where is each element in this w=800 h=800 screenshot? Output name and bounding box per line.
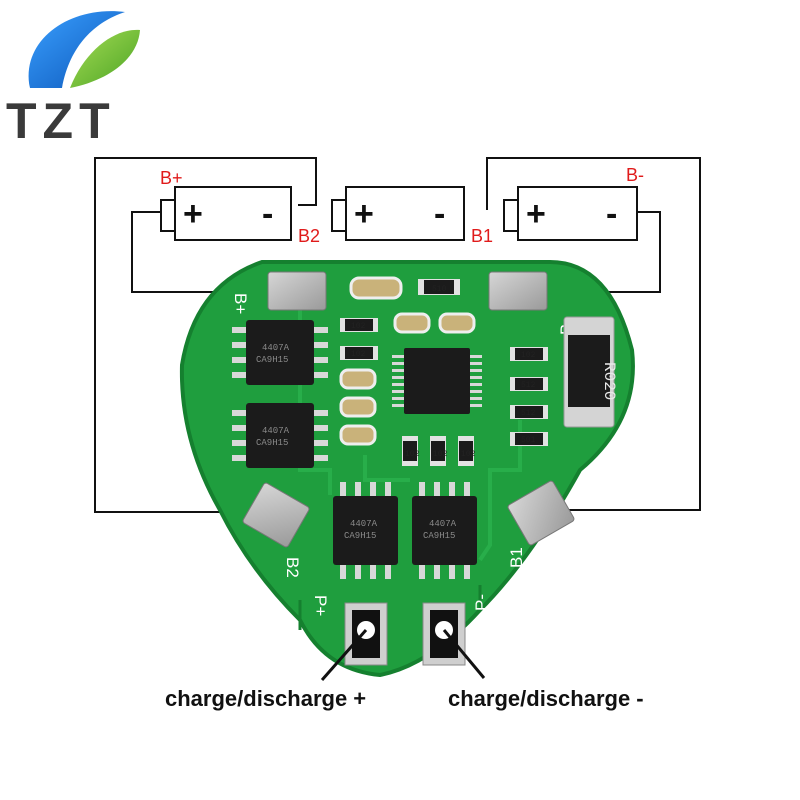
battery-3-plus: + xyxy=(526,195,546,233)
battery-1-plus: + xyxy=(183,195,203,233)
mosfet-3: 4407A CA9H15 xyxy=(333,482,398,579)
brand-name: TZT xyxy=(6,93,116,149)
resistor-102-a-label: 102 xyxy=(351,322,366,331)
logo-green-swoosh xyxy=(70,29,140,88)
resistor-512-b: 512 xyxy=(510,405,548,419)
battery-3: + - xyxy=(503,186,638,241)
caption-charge-minus: charge/discharge - xyxy=(448,686,644,711)
shunt-resistor: R020 xyxy=(563,316,618,428)
pad-b2 xyxy=(242,482,310,548)
mosfet-4-line2: CA9H15 xyxy=(423,531,455,541)
mosfet-1-line2: CA9H15 xyxy=(256,355,288,365)
battery-2: + - xyxy=(331,186,465,241)
capacitors xyxy=(339,276,476,446)
protection-ic xyxy=(392,348,482,414)
mosfet-4: 4407A CA9H15 xyxy=(412,482,477,579)
pad-b-minus xyxy=(488,271,548,311)
resistor-510-label: 510 xyxy=(432,285,447,294)
resistor-102-f: 102 xyxy=(458,436,476,466)
wire-b-plus xyxy=(131,211,288,293)
resistor-102-d: 102 xyxy=(402,436,420,466)
logo-blue-swoosh xyxy=(28,11,125,88)
pad-b-plus xyxy=(267,271,327,311)
wire-b2 xyxy=(94,157,317,513)
resistor-102-e: 102 xyxy=(430,436,448,466)
pad-p-plus xyxy=(344,602,388,666)
caption-charge-plus: charge/discharge + xyxy=(165,686,366,711)
battery-2-minus: - xyxy=(434,195,445,233)
resistor-512-b-label: 512 xyxy=(521,409,536,418)
battery-3-minus: - xyxy=(606,195,617,233)
resistor-102-c: 102 xyxy=(510,347,548,361)
mosfet-4-line1: 4407A xyxy=(429,519,457,529)
mosfet-2: 4407A CA9H15 xyxy=(232,403,328,468)
label-b-minus: B- xyxy=(626,165,644,185)
mosfet-2-line1: 4407A xyxy=(262,426,290,436)
brand-logo: TZT xyxy=(6,11,140,149)
mosfet-1-line1: 4407A xyxy=(262,343,290,353)
wire-b1 xyxy=(486,157,701,511)
mosfet-2-line2: CA9H15 xyxy=(256,438,288,448)
resistor-512-a-label: 512 xyxy=(521,381,536,390)
resistor-102-a: 102 xyxy=(340,318,378,332)
resistor-501: 501 xyxy=(510,432,548,446)
pcb-board: B+ B- B2 B1 P+ P- 4407A CA9H15 4407A CA xyxy=(179,260,635,678)
label-b2: B2 xyxy=(298,226,320,246)
resistor-102-b-label: 102 xyxy=(351,350,366,359)
pad-b1 xyxy=(507,480,575,546)
silk-b-plus: B+ xyxy=(231,293,250,314)
resistor-102-c-label: 102 xyxy=(521,351,536,360)
silk-p-plus: P+ xyxy=(311,595,330,616)
resistor-510: 510 xyxy=(418,279,460,295)
silk-b2: B2 xyxy=(283,557,302,578)
label-b-plus: B+ xyxy=(160,168,183,188)
resistor-501-label: 501 xyxy=(521,436,536,445)
leader-plus xyxy=(320,629,368,681)
battery-2-plus: + xyxy=(354,195,374,233)
label-b1: B1 xyxy=(471,226,493,246)
resistor-102-f-label: 102 xyxy=(461,450,476,459)
battery-1-minus: - xyxy=(262,195,273,233)
silk-p-minus: P- xyxy=(472,594,491,611)
resistor-102-b: 102 xyxy=(340,346,378,360)
shunt-label: R020 xyxy=(600,362,618,400)
resistor-102-e-label: 102 xyxy=(433,450,448,459)
pad-p-minus xyxy=(422,602,466,666)
mosfet-3-line1: 4407A xyxy=(350,519,378,529)
battery-1: + - xyxy=(160,186,292,241)
resistor-512-a: 512 xyxy=(510,377,548,391)
leader-minus xyxy=(442,629,486,679)
mosfet-3-line2: CA9H15 xyxy=(344,531,376,541)
resistor-102-d-label: 102 xyxy=(405,450,420,459)
mosfet-1: 4407A CA9H15 xyxy=(232,320,328,385)
silk-b1: B1 xyxy=(507,547,526,568)
